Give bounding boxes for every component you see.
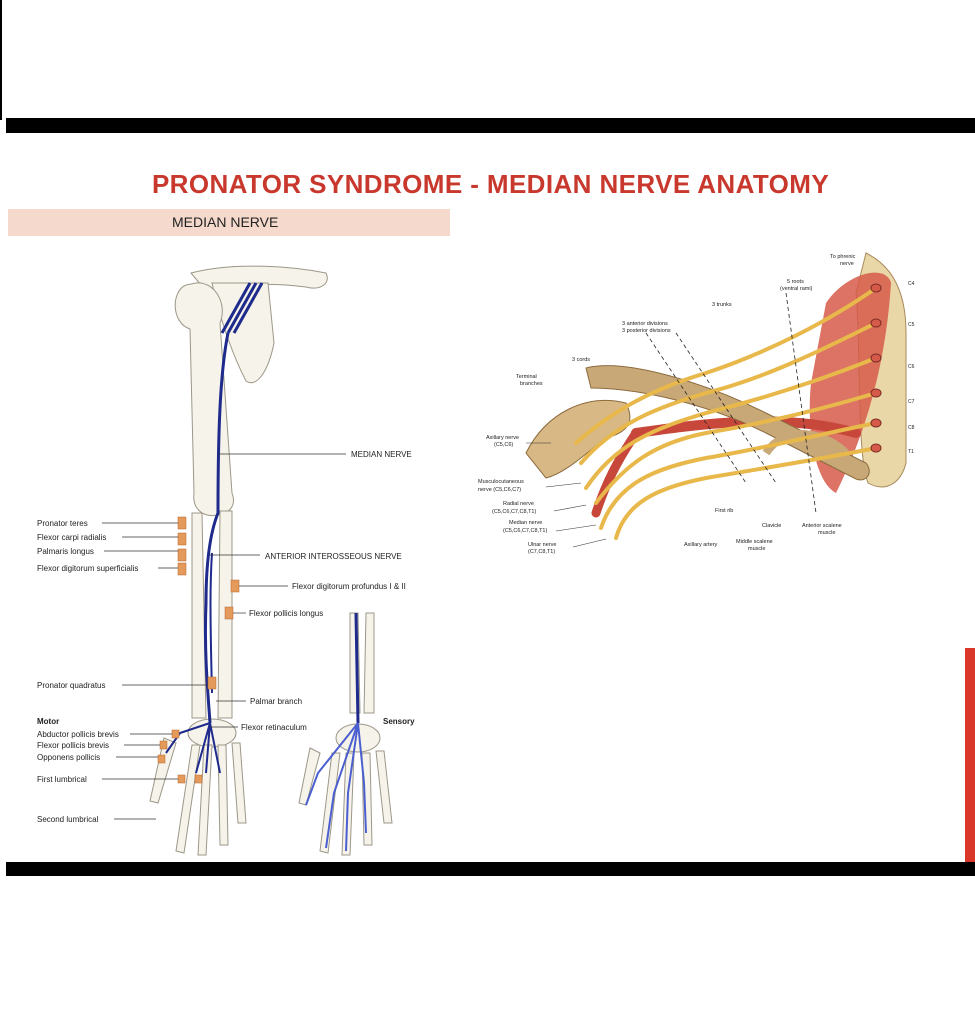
flexor-carpi-radialis-label: Flexor carpi radialis bbox=[37, 533, 106, 542]
to-phrenic-label-1: To phrenic bbox=[830, 254, 856, 260]
first-rib-label: First rib bbox=[715, 508, 733, 514]
first-lumbrical-label: First lumbrical bbox=[37, 775, 87, 784]
spinal-level-c7: C7 bbox=[908, 399, 915, 405]
spinal-level-c5: C5 bbox=[908, 322, 915, 328]
anterior-scalene-label-2: muscle bbox=[818, 530, 835, 536]
flexor-retinaculum-label: Flexor retinaculum bbox=[241, 723, 307, 732]
opponens-pollicis-label: Opponens pollicis bbox=[37, 753, 100, 762]
musculocutaneous-label-1: Musculocutaneous bbox=[478, 479, 524, 485]
sensory-heading: Sensory bbox=[383, 717, 415, 726]
spinal-level-c6: C6 bbox=[908, 364, 915, 370]
three-trunks-label: 3 trunks bbox=[712, 302, 732, 308]
spinal-level-c4: C4 bbox=[908, 281, 915, 287]
pronator-quadratus-label: Pronator quadratus bbox=[37, 681, 106, 690]
spinal-level-t1: T1 bbox=[908, 449, 914, 455]
sensory-forearm-bone-b bbox=[364, 613, 374, 713]
middle-scalene-label-2: muscle bbox=[748, 546, 765, 552]
anterior-divisions-label: 3 anterior divisions bbox=[622, 321, 668, 327]
anterior-interosseous-branch bbox=[211, 553, 213, 693]
radial-nerve-label-2: (C5,C6,C7,C8,T1) bbox=[492, 509, 536, 515]
left-edge-rule bbox=[0, 0, 2, 120]
terminal-branches-label-1: Terminal bbox=[516, 374, 537, 380]
five-roots-label-2: (ventral rami) bbox=[780, 286, 813, 292]
median-nerve-label: MEDIAN NERVE bbox=[351, 450, 412, 459]
flexor-digitorum-profundus-label: Flexor digitorum profundus I & II bbox=[292, 582, 406, 591]
anterior-interosseous-label: ANTERIOR INTEROSSEOUS NERVE bbox=[265, 552, 402, 561]
palmar-branch-label: Palmar branch bbox=[250, 697, 302, 706]
radial-nerve-label-1: Radial nerve bbox=[503, 501, 534, 507]
sensory-median-nerve bbox=[356, 613, 358, 723]
three-cords-label: 3 cords bbox=[572, 357, 590, 363]
anterior-scalene-label-1: Anterior scalene bbox=[802, 523, 842, 529]
axillary-artery-label: Axillary artery bbox=[684, 542, 718, 548]
posterior-divisions-label: 3 posterior divisions bbox=[622, 328, 671, 334]
palmaris-longus-label: Palmaris longus bbox=[37, 547, 94, 556]
clavicle-label: Clavicle bbox=[762, 523, 781, 529]
five-roots-label-1: 5 roots bbox=[787, 279, 804, 285]
second-lumbrical-label: Second lumbrical bbox=[37, 815, 99, 824]
median-nerve-plexus-label-2: (C5,C6,C7,C8,T1) bbox=[503, 528, 547, 534]
ulnar-nerve-label-2: (C7,C8,T1) bbox=[528, 549, 555, 555]
slide: PRONATOR SYNDROME - MEDIAN NERVE ANATOMY… bbox=[6, 133, 975, 862]
median-nerve-diagram: MEDIAN NERVE ANTERIOR INTEROSSEOUS NERVE… bbox=[6, 133, 975, 862]
middle-scalene-label-1: Middle scalene bbox=[736, 539, 773, 545]
flexor-pollicis-brevis-label: Flexor pollicis brevis bbox=[37, 741, 109, 750]
hand-left bbox=[150, 719, 246, 855]
motor-heading: Motor bbox=[37, 717, 59, 726]
flexor-digitorum-superficialis-label: Flexor digitorum superficialis bbox=[37, 564, 138, 573]
musculocutaneous-label-2: nerve (C5,C6,C7) bbox=[478, 487, 521, 493]
radius-bone bbox=[192, 513, 206, 718]
brachial-plexus-illustration: To phrenic nerve 5 roots (ventral rami) … bbox=[478, 253, 915, 555]
to-phrenic-label-2: nerve bbox=[840, 261, 854, 267]
pronator-teres-label: Pronator teres bbox=[37, 519, 88, 528]
axillary-nerve-label-2: (C5,C6) bbox=[494, 442, 513, 448]
axillary-nerve-label-1: Axillary nerve bbox=[486, 435, 519, 441]
median-nerve-plexus-label-1: Median nerve bbox=[509, 520, 542, 526]
flexor-pollicis-longus-label: Flexor pollicis longus bbox=[249, 609, 323, 618]
terminal-branches-label-2: branches bbox=[520, 381, 543, 387]
hand-sensory bbox=[299, 724, 392, 855]
spinal-level-c8: C8 bbox=[908, 425, 915, 431]
abductor-pollicis-brevis-label: Abductor pollicis brevis bbox=[37, 730, 119, 739]
ulnar-nerve-label-1: Ulnar nerve bbox=[528, 542, 556, 548]
